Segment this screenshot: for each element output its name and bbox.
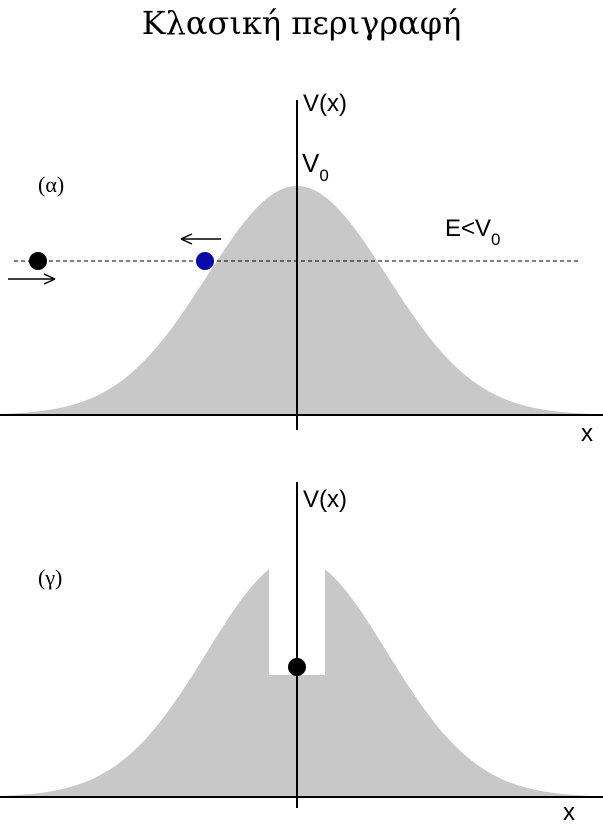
potential-barrier-alpha bbox=[0, 186, 590, 415]
x-axis-label-alpha: x bbox=[581, 420, 593, 447]
x-axis-label-gamma: x bbox=[563, 799, 575, 826]
reflected-particle bbox=[196, 252, 214, 270]
panel-gamma: (γ) V(x) x bbox=[0, 482, 603, 826]
panel-tag-gamma: (γ) bbox=[38, 565, 62, 590]
energy-label: E<V0 bbox=[445, 215, 501, 249]
trapped-particle bbox=[288, 658, 306, 676]
y-axis-label-gamma: V(x) bbox=[303, 486, 347, 513]
panel-alpha: (α) V(x) x V0 E<V0 bbox=[0, 90, 603, 447]
barrier-height-label: V0 bbox=[302, 148, 329, 185]
arrow-right-icon bbox=[8, 273, 56, 285]
figure-title: Κλασική περιγραφή bbox=[141, 4, 462, 42]
y-axis-label-alpha: V(x) bbox=[303, 90, 347, 117]
panel-tag-alpha: (α) bbox=[38, 172, 64, 197]
potential-barrier-with-well bbox=[0, 569, 590, 797]
arrow-left-icon bbox=[180, 233, 221, 245]
incoming-particle bbox=[29, 252, 47, 270]
